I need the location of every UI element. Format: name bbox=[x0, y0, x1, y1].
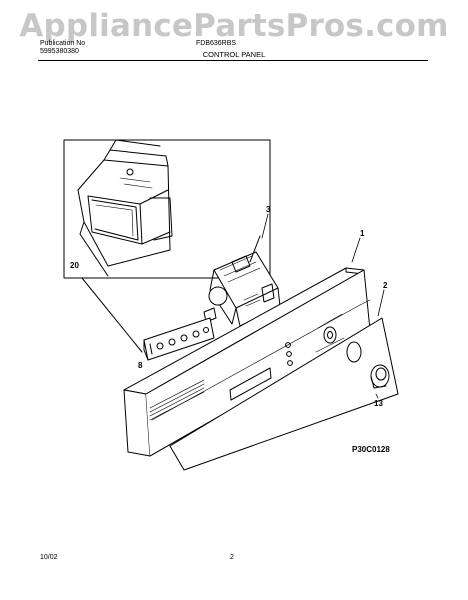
publication-label: Publication No bbox=[40, 40, 86, 47]
callout-leaders bbox=[261, 213, 385, 399]
header-rule bbox=[38, 60, 428, 61]
knob-part bbox=[370, 364, 390, 389]
footer-date: 10/02 bbox=[40, 554, 58, 561]
callout-20: 20 bbox=[70, 261, 79, 270]
callout-8: 8 bbox=[138, 361, 143, 370]
callout-1: 1 bbox=[360, 229, 365, 238]
overlay-panel-part bbox=[169, 317, 399, 471]
inset-detail-box bbox=[63, 139, 271, 279]
callout-labels: 20 3 1 2 8 13 P30C0128 bbox=[70, 205, 390, 454]
watermark-logo-text: AppliancePartsPros.com bbox=[19, 8, 449, 44]
page-title: CONTROL PANEL bbox=[202, 50, 266, 59]
control-panel-part bbox=[123, 267, 371, 457]
model-number: FDB636RBS bbox=[196, 40, 237, 47]
circuit-board-part bbox=[203, 235, 281, 327]
footer-page-number: 2 bbox=[230, 554, 234, 561]
callout-13: 13 bbox=[374, 399, 383, 408]
callout-2: 2 bbox=[383, 281, 388, 290]
figure-code: P30C0128 bbox=[352, 445, 390, 454]
publication-number: 5995380380 bbox=[40, 48, 79, 55]
inset-leader-line bbox=[81, 277, 143, 353]
switch-keypad-part bbox=[143, 317, 215, 361]
callout-3: 3 bbox=[266, 205, 271, 214]
